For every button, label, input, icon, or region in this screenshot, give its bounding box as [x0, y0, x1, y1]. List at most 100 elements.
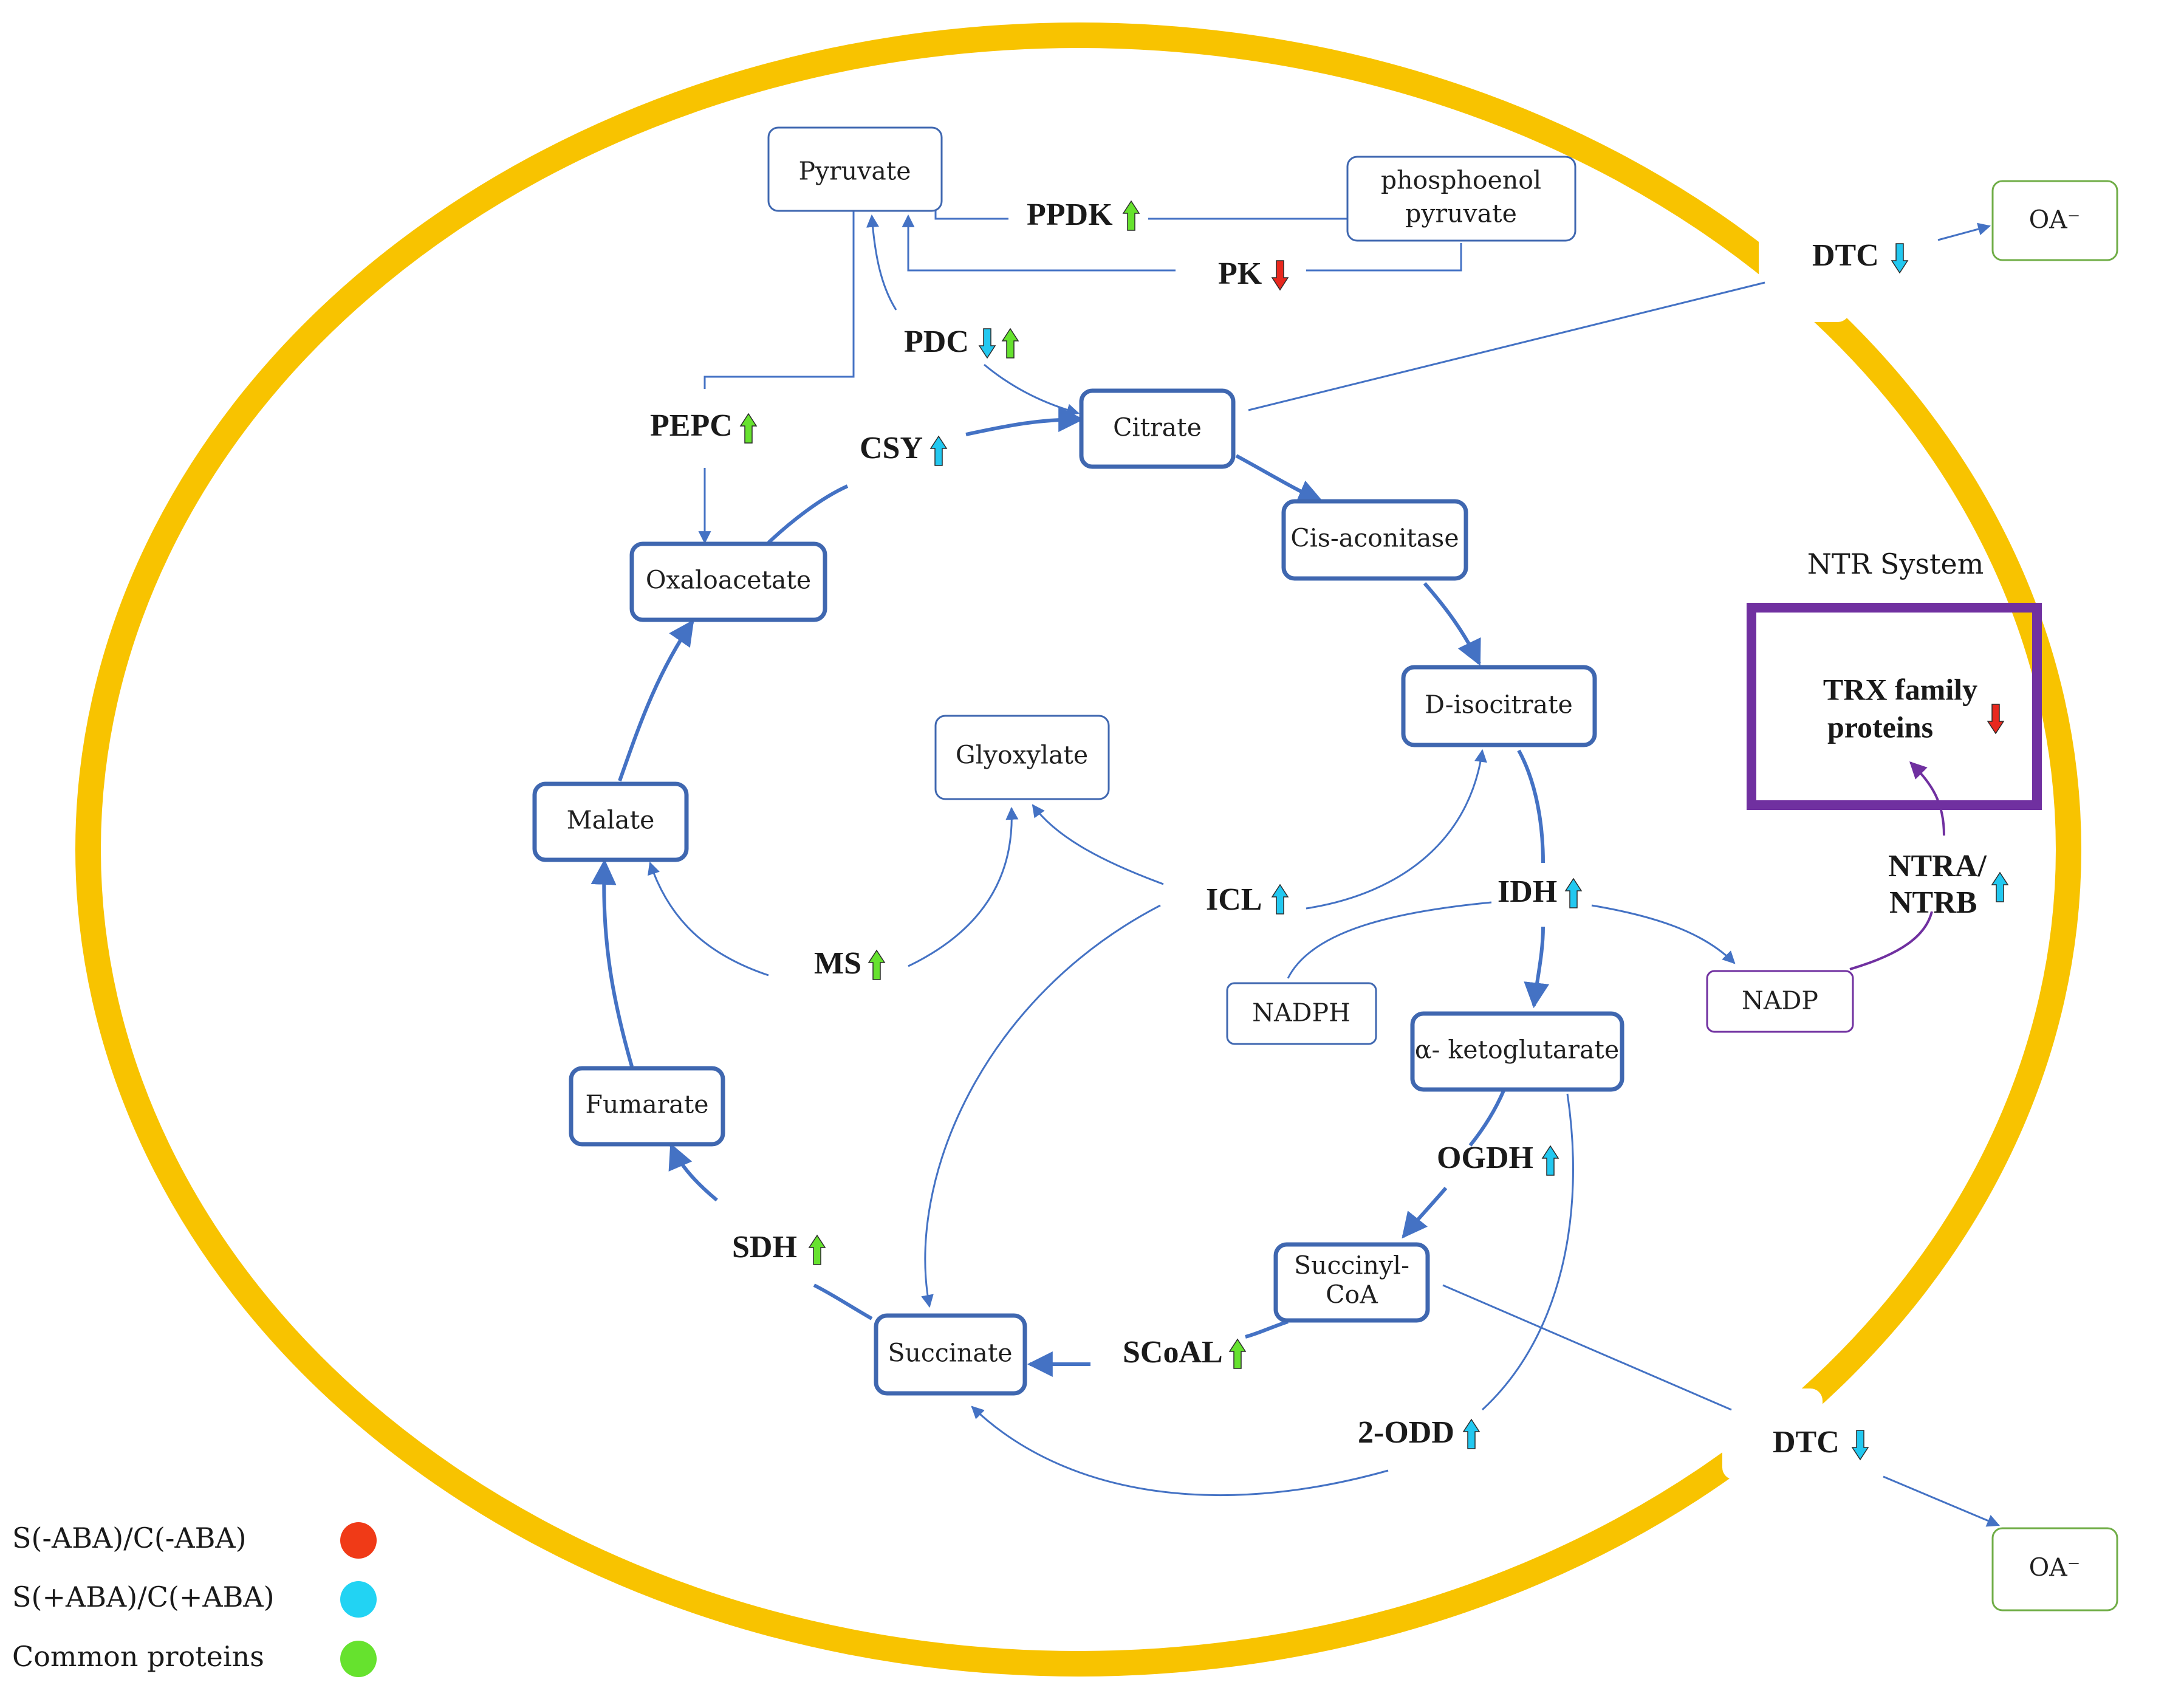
trx-label-line2: proteins	[1827, 710, 1933, 744]
pdc-up-arrow-icon	[1002, 328, 1019, 359]
mitochondrion-membrane	[75, 22, 2081, 1677]
2-odd-label: 2-ODD	[1358, 1415, 1454, 1450]
citrate-label: Citrate	[1113, 413, 1202, 442]
enzyme-scoal: SCoAL	[1123, 1335, 1246, 1370]
ppdk-up-arrow-icon	[1123, 201, 1140, 231]
enzyme-ms: MS	[814, 946, 885, 981]
node-glyoxylate: Glyoxylate	[934, 715, 1110, 800]
node-malate: Malate	[532, 781, 689, 862]
pepc-up-arrow-icon	[740, 413, 757, 444]
pepc-label: PEPC	[650, 408, 733, 443]
enzyme-pdc: PDC	[904, 324, 1019, 359]
succinyl-coa-label-line2: CoA	[1326, 1280, 1378, 1309]
pyruvate-label: Pyruvate	[798, 157, 911, 186]
dtc-bottom-down-arrow-icon	[1852, 1430, 1869, 1460]
succinate-label: Succinate	[888, 1339, 1012, 1368]
node-oa-top: OA⁻	[1991, 180, 2118, 261]
ogdh-up-arrow-icon	[1542, 1145, 1559, 1176]
pathway-connectors	[648, 210, 2000, 1527]
sdh-label: SDH	[732, 1230, 797, 1265]
enzyme-idh: IDH	[1498, 874, 1582, 909]
fumarate-label: Fumarate	[586, 1090, 709, 1119]
pdc-label: PDC	[904, 324, 969, 359]
nadph-label: NADPH	[1252, 998, 1350, 1028]
oa-top-label: OA⁻	[2029, 205, 2081, 235]
sdh-up-arrow-icon	[809, 1235, 826, 1265]
scoal-up-arrow-icon	[1229, 1339, 1246, 1369]
cis-aconitase-label: Cis-aconitase	[1290, 524, 1459, 553]
csy-up-arrow-icon	[930, 436, 947, 466]
idh-up-arrow-icon	[1565, 878, 1582, 908]
ntrb-label: NTRB	[1889, 885, 1977, 920]
node-citrate: Citrate	[1079, 388, 1236, 469]
enzyme-2-odd: 2-ODD	[1358, 1415, 1480, 1450]
oxaloacetate-label: Oxaloacetate	[646, 566, 811, 595]
succinyl-coa-label-line1: Succinyl-	[1294, 1251, 1409, 1280]
ogdh-label: OGDH	[1437, 1141, 1533, 1175]
icl-label: ICL	[1206, 882, 1262, 917]
legend-item: S(+ABA)/C(+ABA)	[12, 1581, 377, 1618]
enzyme-sdh: SDH	[732, 1230, 826, 1265]
enzyme-ppdk: PPDK	[1027, 197, 1140, 232]
node-oxaloacetate: Oxaloacetate	[629, 541, 827, 622]
trx-down-arrow-icon	[1987, 704, 2004, 734]
node-d-isocitrate: D-isocitrate	[1401, 665, 1597, 747]
enzyme-ntra-ntrb: NTRA/ NTRB	[1888, 849, 2008, 920]
legend-label-1: S(-ABA)/C(-ABA)	[12, 1522, 247, 1554]
ntra-label: NTRA/	[1888, 849, 1987, 884]
icl-up-arrow-icon	[1272, 884, 1289, 915]
csy-label: CSY	[860, 431, 923, 465]
node-phosphoenolpyruvate: phosphoenol pyruvate	[1346, 156, 1576, 242]
enzyme-csy: CSY	[860, 431, 947, 466]
node-succinate: Succinate	[874, 1313, 1027, 1396]
glyoxylate-label: Glyoxylate	[956, 741, 1088, 770]
legend-swatch-2	[340, 1581, 377, 1618]
node-pyruvate: Pyruvate	[767, 126, 943, 212]
trx-label-line1: TRX family	[1823, 672, 1977, 706]
legend-label-3: Common proteins	[12, 1640, 264, 1673]
node-alpha-ketoglutarate: α- ketoglutarate	[1410, 1011, 1624, 1092]
legend: S(-ABA)/C(-ABA) S(+ABA)/C(+ABA) Common p…	[12, 1522, 377, 1677]
node-succinyl-coa: Succinyl- CoA	[1273, 1242, 1430, 1323]
pk-label: PK	[1218, 256, 1262, 291]
node-fumarate: Fumarate	[569, 1066, 725, 1147]
alpha-ketoglutarate-label: α- ketoglutarate	[1415, 1035, 1619, 1065]
d-isocitrate-label: D-isocitrate	[1425, 690, 1573, 719]
ms-label: MS	[814, 946, 861, 981]
dtc-bottom-label: DTC	[1773, 1425, 1840, 1460]
legend-item: S(-ABA)/C(-ABA)	[12, 1522, 377, 1559]
ntr-connector	[1849, 761, 1945, 970]
enzyme-ogdh: OGDH	[1437, 1141, 1559, 1176]
pep-label-line1: phosphoenol	[1381, 166, 1541, 195]
dtc-top-down-arrow-icon	[1891, 243, 1908, 273]
ntra-up-arrow-icon	[1991, 872, 2008, 902]
legend-swatch-3	[340, 1641, 377, 1677]
tca-cycle-flow	[591, 407, 1550, 1377]
node-nadp: NADP	[1706, 970, 1854, 1033]
legend-label-2: S(+ABA)/C(+ABA)	[12, 1581, 275, 1613]
2-odd-up-arrow-icon	[1463, 1419, 1480, 1449]
idh-label: IDH	[1498, 874, 1557, 909]
enzyme-pepc: PEPC	[650, 408, 757, 444]
enzyme-dtc-bottom: DTC	[1773, 1425, 1869, 1460]
node-nadph: NADPH	[1226, 982, 1377, 1045]
enzyme-pk: PK	[1218, 256, 1289, 291]
enzyme-icl: ICL	[1206, 882, 1289, 917]
ntr-system-title: NTR System	[1807, 547, 1984, 580]
malate-label: Malate	[567, 806, 655, 835]
pk-down-arrow-icon	[1272, 260, 1289, 290]
legend-swatch-1	[340, 1522, 377, 1559]
nadp-label: NADP	[1742, 986, 1818, 1015]
ppdk-label: PPDK	[1027, 197, 1113, 232]
legend-item: Common proteins	[12, 1640, 377, 1677]
scoal-label: SCoAL	[1123, 1335, 1223, 1370]
node-cis-aconitase: Cis-aconitase	[1281, 499, 1468, 581]
dtc-top-label: DTC	[1812, 238, 1879, 273]
ntr-system: NTR System TRX family proteins	[1747, 547, 2042, 810]
ms-up-arrow-icon	[868, 950, 885, 980]
pep-label-line2: pyruvate	[1405, 199, 1517, 228]
enzyme-dtc-top: DTC	[1812, 238, 1908, 273]
pdc-down-arrow-icon	[979, 328, 996, 359]
oa-bottom-label: OA⁻	[2029, 1553, 2081, 1582]
